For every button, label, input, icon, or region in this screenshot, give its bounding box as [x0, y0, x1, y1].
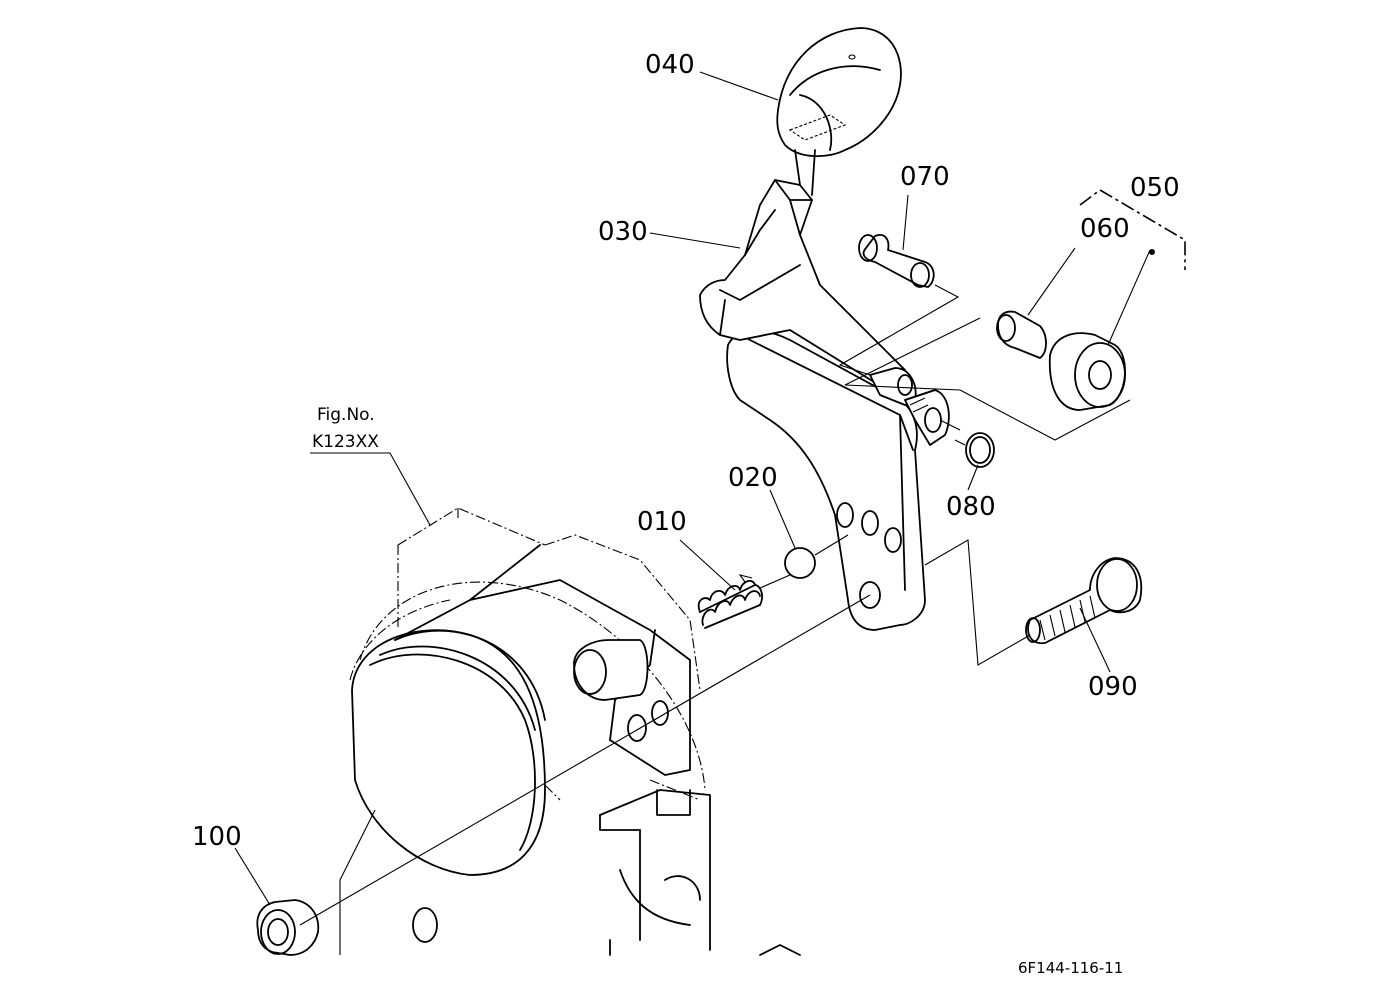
spring-010 [697, 574, 763, 629]
pin-070 [858, 234, 935, 288]
roller-050 [1048, 332, 1126, 411]
label-100: 100 [192, 822, 242, 852]
label-030: 030 [598, 217, 648, 247]
leader-dot [1149, 249, 1155, 255]
snap-ring-080 [965, 432, 995, 468]
label-070: 070 [900, 162, 950, 192]
label-050: 050 [1130, 173, 1180, 203]
label-040: 040 [645, 50, 695, 80]
nut-100 [256, 899, 320, 956]
ball-020 [784, 547, 816, 579]
figure-ref-line2: K123XX [312, 432, 379, 452]
label-080: 080 [946, 492, 996, 522]
label-010: 010 [637, 507, 687, 537]
lever-030 [699, 179, 950, 631]
housing-body [339, 544, 801, 956]
figure-ref-line1: Fig.No. [317, 405, 375, 425]
collar-060 [996, 310, 1047, 359]
label-020: 020 [728, 463, 778, 493]
bolt-090 [1025, 557, 1143, 644]
assembly-bracket-050 [1079, 189, 1186, 270]
leader-lines [234, 71, 1155, 906]
label-060: 060 [1080, 214, 1130, 244]
drawing-code: 6F144-116-11 [1018, 959, 1123, 977]
knob-040 [776, 27, 902, 196]
label-090: 090 [1088, 672, 1138, 702]
alignment-lines [299, 284, 1131, 926]
